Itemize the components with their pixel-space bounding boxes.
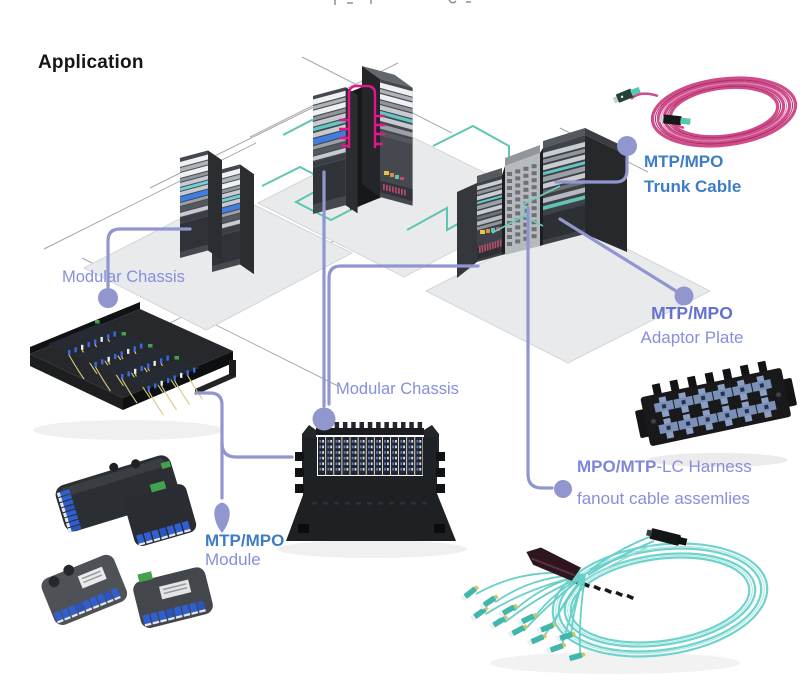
server-rack-group-center [313, 66, 413, 214]
label-harness-bold: MPO/MTP [577, 457, 657, 476]
harness-cable-image [460, 528, 769, 674]
label-harness-line2: fanout cable assemlies [577, 489, 750, 508]
label-trunk-cable-line2: Trunk Cable [644, 177, 742, 196]
label-trunk-cable: MTP/MPO Trunk Cable [644, 149, 741, 199]
modular-chassis-1u-image [30, 302, 236, 440]
label-harness-rest: -LC Harness [656, 457, 752, 476]
adaptor-plate-image [635, 360, 797, 467]
label-adaptor-plate-line1: MTP/MPO [651, 303, 733, 323]
modular-chassis-4u-image [277, 422, 467, 558]
label-harness-line1: MPO/MTP-LC Harness [577, 457, 752, 477]
label-mtp-module: MTP/MPO Module [205, 531, 284, 569]
label-adaptor-plate: MTP/MPO Adaptor Plate [606, 303, 778, 348]
cropped-text-fragment [334, 0, 471, 5]
label-left-modular-chassis: Modular Chassis [62, 268, 185, 286]
label-center-modular-chassis: Modular Chassis [336, 380, 459, 398]
label-mtp-module-line1: MTP/MPO [205, 531, 285, 550]
label-mtp-module-line2: Module [205, 550, 261, 569]
trunk-cable-image [612, 76, 798, 148]
magenta-cable-path [339, 84, 385, 148]
label-adaptor-plate-line2: Adaptor Plate [640, 328, 744, 348]
mtp-module-images [41, 455, 213, 628]
page-title: Application [38, 52, 144, 73]
label-trunk-cable-line1: MTP/MPO [644, 152, 724, 171]
pin-marker [214, 502, 230, 533]
connector-lines [98, 136, 694, 533]
server-rack-group-left [180, 150, 254, 275]
